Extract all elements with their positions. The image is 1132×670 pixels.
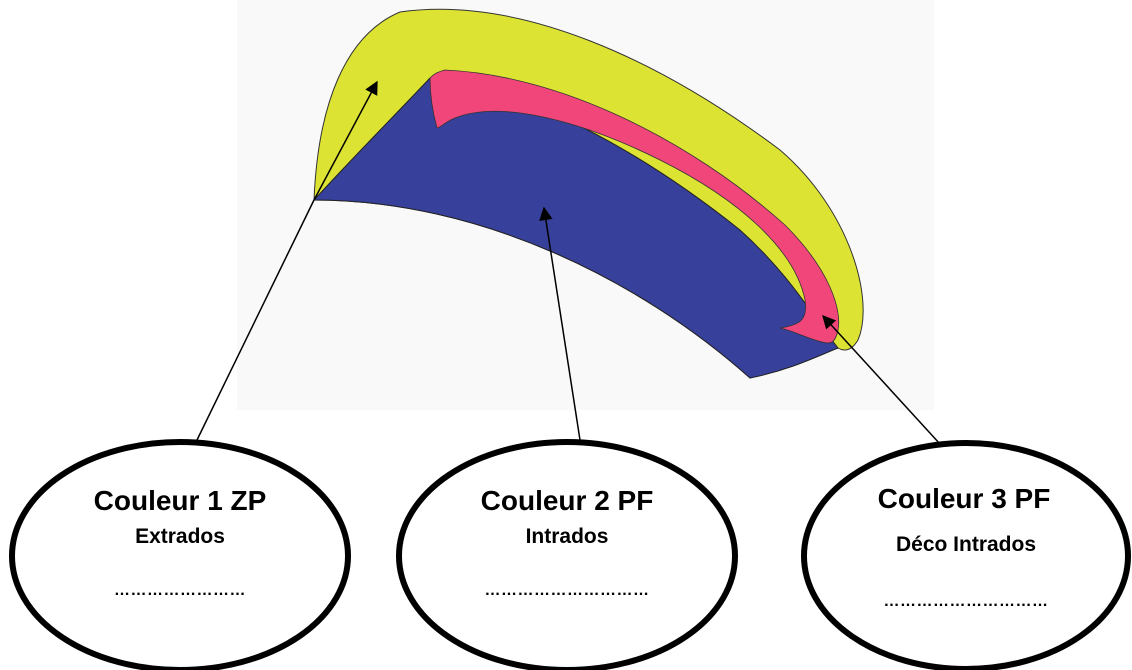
pointer-arrow-extrados bbox=[313, 80, 378, 201]
callout-subtitle: Déco Intrados bbox=[896, 533, 1036, 556]
pointer-line-extrados bbox=[196, 199, 315, 441]
callout-title: Couleur 1 ZP bbox=[94, 485, 267, 516]
callout-ellipse bbox=[801, 440, 1131, 670]
callout-answer-blank: …………………… bbox=[114, 582, 246, 599]
callout-title: Couleur 2 PF bbox=[481, 485, 654, 516]
callout-answer-blank: ………………………… bbox=[485, 582, 650, 599]
callout-subtitle: Extrados bbox=[135, 525, 225, 548]
pointer-arrow-deco-intrados bbox=[822, 315, 941, 445]
deco-intrados-area bbox=[429, 69, 840, 344]
callout-ellipse bbox=[396, 439, 738, 670]
callout-answer-blank: ………………………… bbox=[884, 593, 1049, 610]
callout-title: Couleur 3 PF bbox=[878, 483, 1051, 514]
callout-subtitle: Intrados bbox=[526, 525, 609, 548]
pointer-arrow-intrados bbox=[539, 206, 581, 441]
callout-intrados: Couleur 2 PF Intrados ………………………… bbox=[396, 439, 738, 670]
callout-extrados: Couleur 1 ZP Extrados …………………… bbox=[9, 439, 351, 670]
callout-deco-intrados: Couleur 3 PF Déco Intrados ………………………… bbox=[801, 440, 1131, 670]
callout-ellipse bbox=[9, 439, 351, 670]
